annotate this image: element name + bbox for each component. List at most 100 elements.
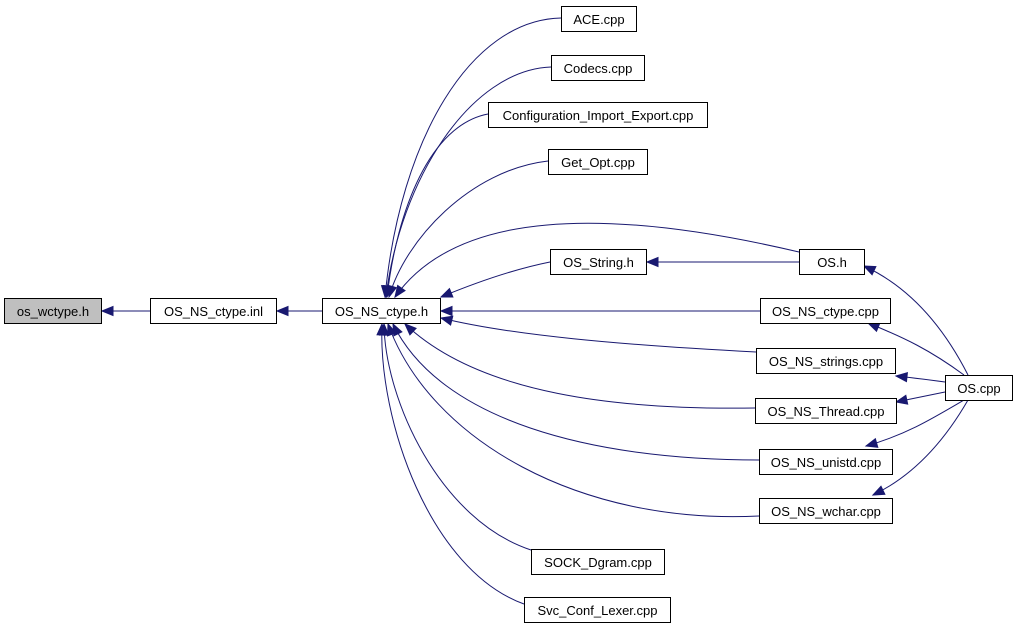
edge-os_cpp-to-os_h	[862, 265, 969, 376]
node-os-ns-ctype-h[interactable]: OS_NS_ctype.h	[322, 298, 441, 324]
nodes-layer: os_wctype.h OS_NS_ctype.inl OS_NS_ctype.h A…	[4, 6, 1013, 623]
edge-arrowhead	[439, 305, 453, 317]
edge-line	[440, 261, 551, 298]
node-box[interactable]	[524, 597, 671, 623]
edge-arrowhead	[871, 485, 886, 496]
node-label: OS_NS_unistd.cpp	[771, 455, 882, 470]
edge-line	[440, 317, 757, 353]
edge-line	[384, 17, 562, 298]
edge-sock_dgram_cpp-to-os_ns_ctype_h	[378, 322, 532, 551]
edge-os_ns_unistd_cpp-to-os_ns_ctype_h	[392, 322, 760, 461]
node-box[interactable]	[945, 375, 1013, 401]
edge-os_cpp-to-os_ns_ctype_cpp	[866, 322, 965, 376]
node-box[interactable]	[4, 298, 102, 324]
edge-svc_conf_lexer_cpp-to-os_ns_ctype_h	[376, 322, 525, 605]
edge-arrowhead	[386, 322, 397, 337]
edge-arrowhead	[404, 323, 417, 336]
node-box[interactable]	[755, 398, 897, 424]
edge-line	[388, 160, 549, 298]
edge-line	[867, 322, 965, 376]
node-label: OS_NS_strings.cpp	[769, 354, 883, 369]
node-os-ns-ctype-inl[interactable]: OS_NS_ctype.inl	[150, 298, 277, 324]
node-box[interactable]	[561, 6, 637, 32]
node-box[interactable]	[759, 449, 893, 475]
edge-line	[404, 323, 756, 409]
node-label: OS_NS_ctype.inl	[164, 304, 263, 319]
node-os-wctype-h[interactable]: os_wctype.h	[4, 298, 102, 324]
edge-get_opt_cpp-to-os_ns_ctype_h	[387, 160, 549, 299]
edge-os_cpp-to-os_ns_thread_cpp	[894, 391, 946, 405]
node-box[interactable]	[551, 55, 645, 81]
edge-arrowhead	[100, 305, 114, 317]
node-os-ns-ctype-cpp[interactable]: OS_NS_ctype.cpp	[760, 298, 891, 324]
node-box[interactable]	[531, 549, 665, 575]
node-label: OS_NS_ctype.h	[335, 304, 428, 319]
edge-arrowhead	[645, 256, 659, 268]
node-label: OS_NS_Thread.cpp	[767, 404, 884, 419]
node-config-cpp[interactable]: Configuration_Import_Export.cpp	[488, 102, 708, 128]
node-box[interactable]	[550, 249, 647, 275]
node-os-cpp[interactable]: OS.cpp	[945, 375, 1013, 401]
edge-os_cpp-to-os_ns_strings_cpp	[894, 371, 946, 383]
node-box[interactable]	[759, 498, 893, 524]
edges-layer	[100, 17, 969, 605]
node-os-ns-wchar-cpp[interactable]: OS_NS_wchar.cpp	[759, 498, 893, 524]
edge-arrowhead	[894, 371, 908, 383]
node-sock-dgram-cpp[interactable]: SOCK_Dgram.cpp	[531, 549, 665, 575]
node-label: Codecs.cpp	[564, 61, 633, 76]
edge-os_ns_thread_cpp-to-os_ns_ctype_h	[404, 323, 756, 409]
node-os-string-h[interactable]: OS_String.h	[550, 249, 647, 275]
node-box[interactable]	[799, 249, 865, 275]
node-label: OS.cpp	[957, 381, 1000, 396]
node-label: Configuration_Import_Export.cpp	[503, 108, 694, 123]
node-box[interactable]	[150, 298, 277, 324]
node-label: OS_NS_ctype.cpp	[772, 304, 879, 319]
edge-arrowhead	[866, 322, 881, 333]
edge-arrowhead	[439, 315, 454, 326]
edge-os_ns_wchar_cpp-to-os_ns_ctype_h	[386, 322, 760, 518]
edge-arrowhead	[387, 284, 398, 299]
node-label: SOCK_Dgram.cpp	[544, 555, 652, 570]
node-box[interactable]	[756, 348, 896, 374]
edge-os_h-to-os_ns_ctype_h	[394, 222, 800, 299]
edge-arrowhead	[376, 322, 387, 336]
node-box[interactable]	[548, 149, 648, 175]
edge-line	[394, 222, 800, 298]
edge-os_ns_strings_cpp-to-os_ns_ctype_h	[439, 315, 757, 353]
edge-arrowhead	[864, 437, 879, 448]
edge-arrowhead	[394, 284, 406, 299]
node-svc-conf-lexer-cpp[interactable]: Svc_Conf_Lexer.cpp	[524, 597, 671, 623]
edge-line	[386, 113, 489, 298]
node-ace-cpp[interactable]: ACE.cpp	[561, 6, 637, 32]
node-box[interactable]	[488, 102, 708, 128]
edge-os_cpp-to-os_ns_wchar_cpp	[871, 399, 969, 496]
edge-line	[392, 323, 760, 461]
node-label: Get_Opt.cpp	[561, 155, 635, 170]
edge-arrowhead	[392, 322, 403, 337]
node-box[interactable]	[760, 298, 891, 324]
edge-arrowhead	[275, 305, 289, 317]
edge-line	[387, 323, 760, 518]
edge-line	[381, 323, 525, 605]
edge-os_ns_ctype_h-to-os_ns_ctype_inl	[275, 305, 322, 317]
edge-os_cpp-to-os_ns_unistd_cpp	[864, 399, 965, 448]
node-box[interactable]	[322, 298, 441, 324]
node-os-ns-thread-cpp[interactable]: OS_NS_Thread.cpp	[755, 398, 897, 424]
edge-arrowhead	[439, 287, 454, 298]
edge-line	[872, 399, 969, 496]
node-os-ns-strings-cpp[interactable]: OS_NS_strings.cpp	[756, 348, 896, 374]
edge-line	[863, 265, 969, 376]
node-label: OS_String.h	[563, 255, 634, 270]
node-get-opt-cpp[interactable]: Get_Opt.cpp	[548, 149, 648, 175]
edge-os_ns_ctype_inl-to-os_wctype_h	[100, 305, 150, 317]
node-label: ACE.cpp	[573, 12, 624, 27]
node-os-h[interactable]: OS.h	[799, 249, 865, 275]
node-codecs-cpp[interactable]: Codecs.cpp	[551, 55, 645, 81]
edge-line	[383, 323, 532, 551]
edge-os_ns_ctype_cpp-to-os_ns_ctype_h	[439, 305, 760, 317]
node-label: OS.h	[817, 255, 847, 270]
edge-line	[865, 399, 965, 447]
node-os-ns-unistd-cpp[interactable]: OS_NS_unistd.cpp	[759, 449, 893, 475]
edge-os_string_h-to-os_ns_ctype_h	[439, 261, 551, 298]
